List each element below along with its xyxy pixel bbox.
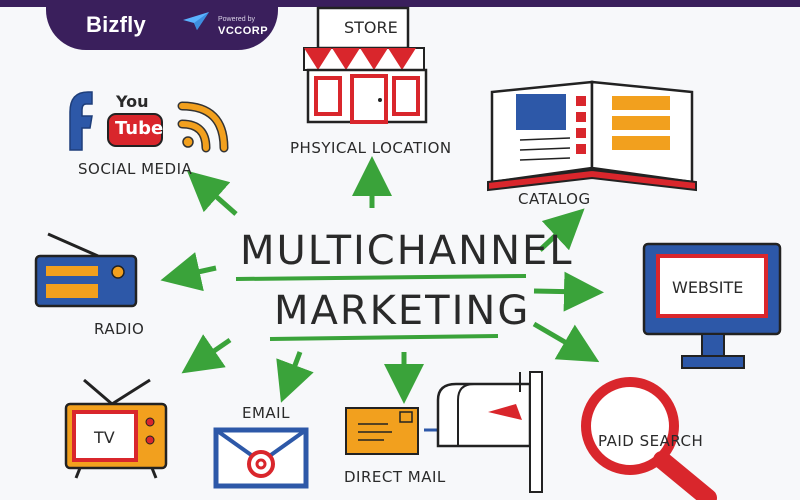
arrow-tv — [181, 334, 232, 374]
label-direct-mail: DIRECT MAIL — [344, 468, 446, 486]
facebook-icon — [69, 91, 93, 151]
rss-icon — [177, 101, 229, 153]
email-icon — [213, 427, 309, 489]
title-line-2: MARKETING — [274, 288, 531, 334]
label-paid-search: PAID SEARCH — [598, 432, 704, 450]
youtube-icon — [107, 113, 163, 147]
monitor-icon — [642, 242, 782, 369]
paper-plane-icon — [183, 12, 209, 30]
arrow-radio — [160, 252, 217, 292]
powered-by-text: Powered by — [218, 16, 255, 23]
label-email: EMAIL — [242, 404, 290, 422]
label-physical-location: PHSYICAL LOCATION — [290, 139, 452, 157]
catalog-icon — [487, 80, 697, 192]
arrow-catalog — [538, 208, 585, 252]
radio-icon — [34, 232, 138, 308]
store-icon — [303, 6, 428, 124]
tv-screen-text: TV — [94, 428, 115, 447]
arrow-website — [533, 271, 604, 312]
youtube-you-text: You — [116, 92, 149, 111]
label-social-media: SOCIAL MEDIA — [78, 160, 193, 178]
magnifier-icon — [581, 377, 717, 500]
label-radio: RADIO — [94, 320, 145, 338]
label-catalog: CATALOG — [518, 190, 591, 208]
arrow-paid-search — [532, 321, 600, 363]
tv-icon — [64, 378, 168, 479]
mailbox-icon — [436, 371, 543, 493]
store-sign-text: STORE — [344, 18, 398, 37]
title-underline-1 — [235, 274, 527, 281]
top-bar — [0, 0, 800, 7]
website-screen-text: WEBSITE — [672, 278, 744, 297]
title-line-1: MULTICHANNEL — [240, 228, 574, 274]
direct-mail-icon — [345, 407, 464, 455]
title-underline-2 — [269, 334, 499, 341]
brand-badge: Bizfly Powered by VCCORP — [46, 0, 278, 50]
brand-name: Bizfly — [86, 12, 146, 37]
corp-logo-text: VCCORP — [218, 25, 269, 37]
youtube-tube-text: Tube — [115, 118, 164, 139]
arrow-social-media — [187, 170, 238, 216]
arrow-email — [276, 351, 314, 403]
